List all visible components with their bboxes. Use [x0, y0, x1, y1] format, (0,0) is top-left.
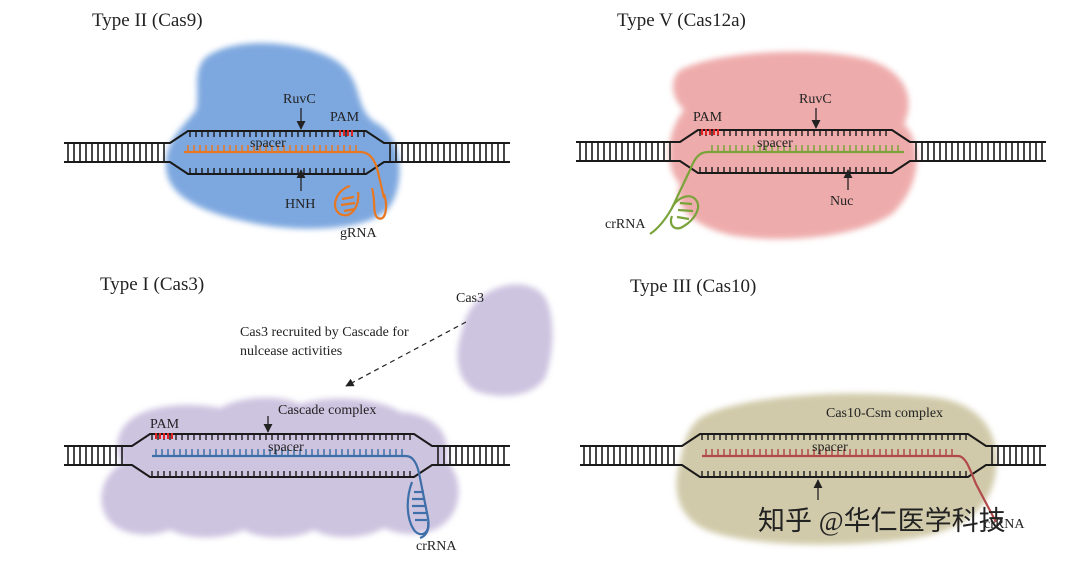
crrna-label: crRNA: [984, 517, 1025, 532]
crrna-spacer-pairing: [705, 449, 953, 456]
ruvc-label: RuvC: [283, 92, 316, 107]
pam-marks: [339, 130, 353, 136]
pam-label: PAM: [693, 110, 723, 125]
cas10-csm-complex-blob: [676, 393, 997, 545]
dna-duplex: [580, 433, 1046, 478]
dna-bottom-strand: [64, 464, 510, 478]
hnh-label: HNH: [285, 197, 315, 212]
cas3-label: Cas3: [456, 291, 484, 306]
cas3-recruitment-arrow: [345, 321, 467, 387]
panel-title: Type III (Cas10): [630, 276, 756, 297]
nuc-label: Nuc: [830, 194, 853, 209]
panel-title: Type I (Cas3): [100, 274, 204, 295]
recruitment-note-line1: Cas3 recruited by Cascade for: [240, 325, 409, 340]
spacer-label: spacer: [812, 440, 848, 455]
panel-title: Type II (Cas9): [92, 10, 203, 31]
panel-type-i-cas3: Type I (Cas3) Cas3 Cas3 recruited by Cas…: [64, 274, 553, 554]
cas10-csm-complex-label: Cas10-Csm complex: [826, 406, 943, 421]
crrna-label: crRNA: [605, 217, 646, 232]
grna-spacer-pairing: [187, 145, 357, 152]
crrna-spacer-strand: [649, 150, 904, 235]
spacer-label: spacer: [268, 440, 304, 455]
pam-label: PAM: [330, 110, 360, 125]
panel-type-iii-cas10: Type III (Cas10) Cas10-Csm complex space…: [580, 276, 1046, 545]
crrna-label: crRNA: [416, 539, 457, 554]
pam-marks: [155, 433, 173, 439]
dna-duplex: [64, 433, 510, 478]
recruitment-note-line2: nulcease activities: [240, 344, 342, 359]
cas3-protein-blob: [457, 284, 553, 396]
spacer-label: spacer: [757, 136, 793, 151]
grna-hairpins: [333, 184, 388, 220]
crrna-spacer-pairing: [711, 145, 899, 152]
crrna-spacer-strand: [152, 454, 430, 540]
panel-type-v-cas12a: Type V (Cas12a) PAM RuvC spacer Nuc crRN…: [576, 10, 1046, 240]
crrna-hairpin: [406, 481, 430, 536]
panel-type-ii-cas9: Type II (Cas9) RuvC PAM spacer HNH gRNA: [64, 10, 510, 241]
grna-label: gRNA: [340, 226, 377, 241]
dna-duplex: [576, 129, 1046, 174]
crrna-spacer-pairing: [155, 449, 403, 456]
ruvc-label: RuvC: [799, 92, 832, 107]
cascade-complex-label: Cascade complex: [278, 403, 376, 418]
pam-label: PAM: [150, 417, 180, 432]
dna-bottom-strand: [576, 160, 1046, 174]
grna-spacer-strand: [184, 150, 386, 199]
dna-top-strand: [64, 433, 510, 447]
cascade-complex-blob: [101, 397, 459, 538]
spacer-label: spacer: [250, 136, 286, 151]
panel-title: Type V (Cas12a): [617, 10, 746, 31]
cas9-protein-blob: [165, 43, 400, 229]
watermark: 知乎 @华仁医学科技: [758, 506, 1006, 536]
cas12a-protein-blob: [669, 51, 917, 240]
crrna-spacer-strand: [702, 454, 997, 523]
crrna-hairpin: [669, 195, 700, 230]
dna-top-strand: [576, 129, 1046, 143]
dna-duplex: [64, 130, 510, 175]
pam-marks: [701, 129, 719, 135]
